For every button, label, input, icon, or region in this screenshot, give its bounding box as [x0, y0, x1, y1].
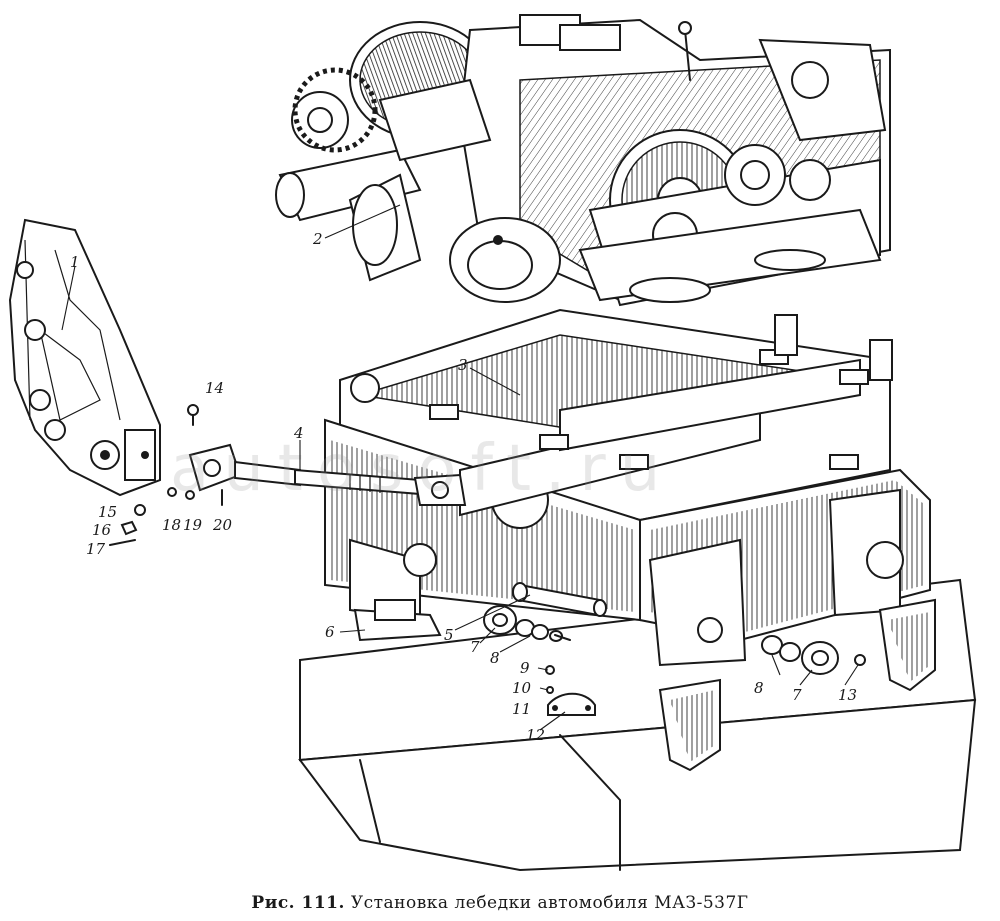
caption-label: Рис. 111.: [251, 893, 345, 913]
winch-unit: [275, 14, 891, 307]
callout-13: 13: [838, 686, 857, 704]
callout-20: 20: [212, 516, 233, 534]
callout-8-right: 8: [754, 679, 764, 697]
callout-10: 10: [512, 679, 532, 697]
callout-2: 2: [312, 230, 323, 248]
fasteners: [109, 404, 571, 694]
callout-leaders: [61, 204, 859, 731]
callout-16: 16: [92, 521, 112, 539]
callout-numbers: 1 2 3 4 5 6 7 7 8 8 9 10 11 12 13 14 15 …: [70, 230, 857, 744]
vehicle-frame-rails: [298, 578, 977, 872]
callout-4: 4: [293, 424, 304, 442]
callout-6: 6: [325, 623, 335, 641]
callout-14: 14: [205, 379, 224, 397]
callout-5: 5: [444, 626, 454, 644]
callout-19: 19: [183, 516, 203, 534]
mount-bracket-left: [353, 599, 442, 642]
callout-18: 18: [162, 516, 181, 534]
watermark: autosoft.ru: [170, 432, 674, 506]
left-bushing-washers: [483, 605, 563, 642]
winch-subframe: [324, 308, 931, 667]
callout-8-left: 8: [490, 649, 500, 667]
cardan-shaft: [188, 443, 467, 506]
callout-12: 12: [526, 726, 545, 744]
winch-drive-bracket: [8, 218, 161, 497]
right-bushing-washers: [761, 635, 866, 675]
callout-11: 11: [512, 700, 531, 718]
bearing-cap: [547, 692, 596, 716]
callout-17: 17: [86, 540, 106, 558]
callout-7-right: 7: [792, 686, 802, 704]
callout-9: 9: [520, 659, 530, 677]
figure-caption: Рис. 111. Установка лебедки автомобиля М…: [0, 893, 1000, 913]
callout-15: 15: [98, 503, 117, 521]
callout-3: 3: [458, 356, 468, 374]
pivot-axle: [512, 582, 607, 617]
callout-7-left: 7: [470, 638, 480, 656]
frame-brackets: [658, 598, 936, 772]
caption-text: Установка лебедки автомобиля МАЗ-537Г: [350, 893, 749, 913]
callout-1: 1: [70, 253, 80, 271]
